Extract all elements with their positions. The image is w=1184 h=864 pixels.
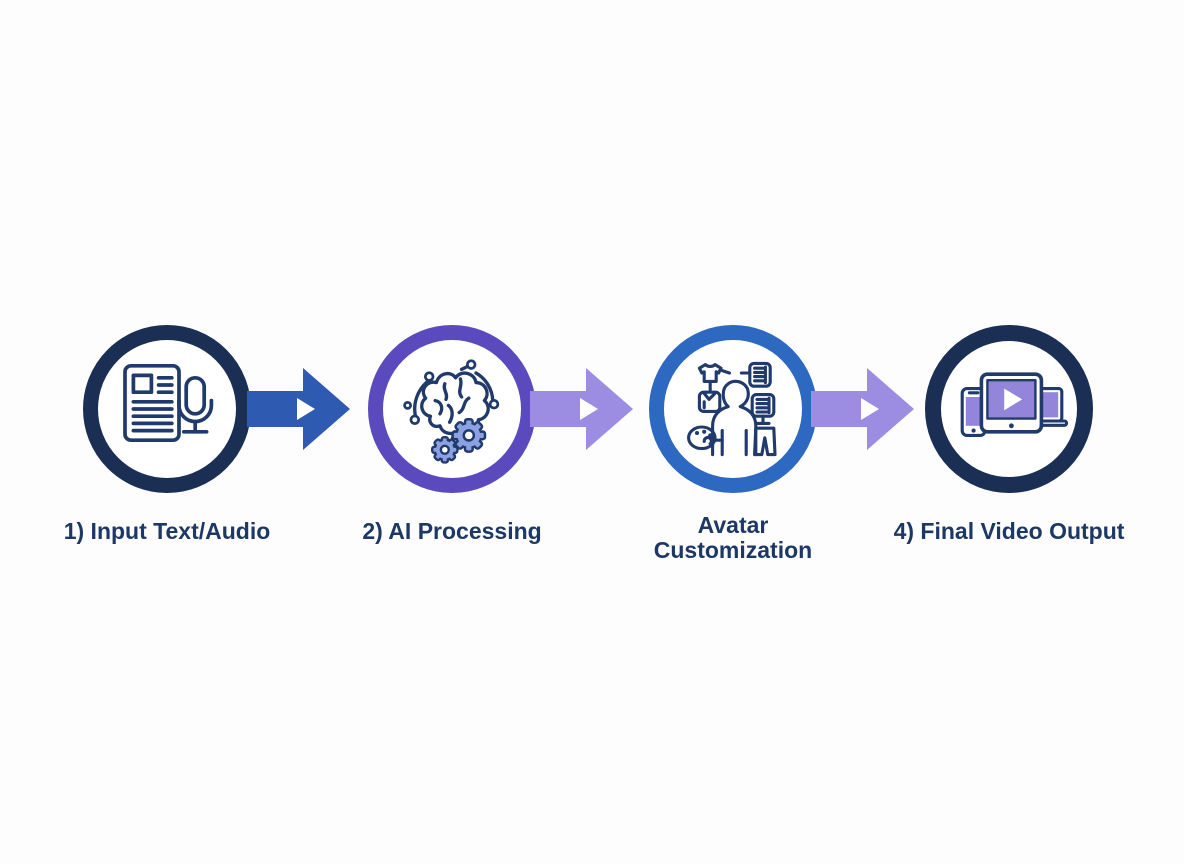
step-label-ai-processing: 2) AI Processing xyxy=(362,518,542,544)
multi-device-video-icon xyxy=(960,372,1069,437)
step-circle-ai-processing xyxy=(368,325,536,493)
step-circle-input-text-audio xyxy=(83,325,251,493)
avatar-customization-icon xyxy=(687,361,777,457)
gear-icon xyxy=(431,436,459,464)
step-circle-avatar-customization xyxy=(649,325,817,493)
step-label-final-video-output: 4) Final Video Output xyxy=(893,518,1125,544)
monitor-play-icon xyxy=(979,372,1044,434)
right-block-arrow-icon xyxy=(247,368,350,450)
brain-gears-icon xyxy=(403,359,500,464)
play-icon xyxy=(1004,388,1023,411)
right-block-arrow-icon xyxy=(530,368,633,450)
step-label-input-text-audio: 1) Input Text/Audio xyxy=(63,518,271,544)
step-label-avatar-customization: Avatar Customization xyxy=(653,512,813,563)
right-block-arrow-icon xyxy=(811,368,914,450)
step-circle-final-video-output xyxy=(925,325,1093,493)
document-microphone-icon xyxy=(123,363,214,443)
